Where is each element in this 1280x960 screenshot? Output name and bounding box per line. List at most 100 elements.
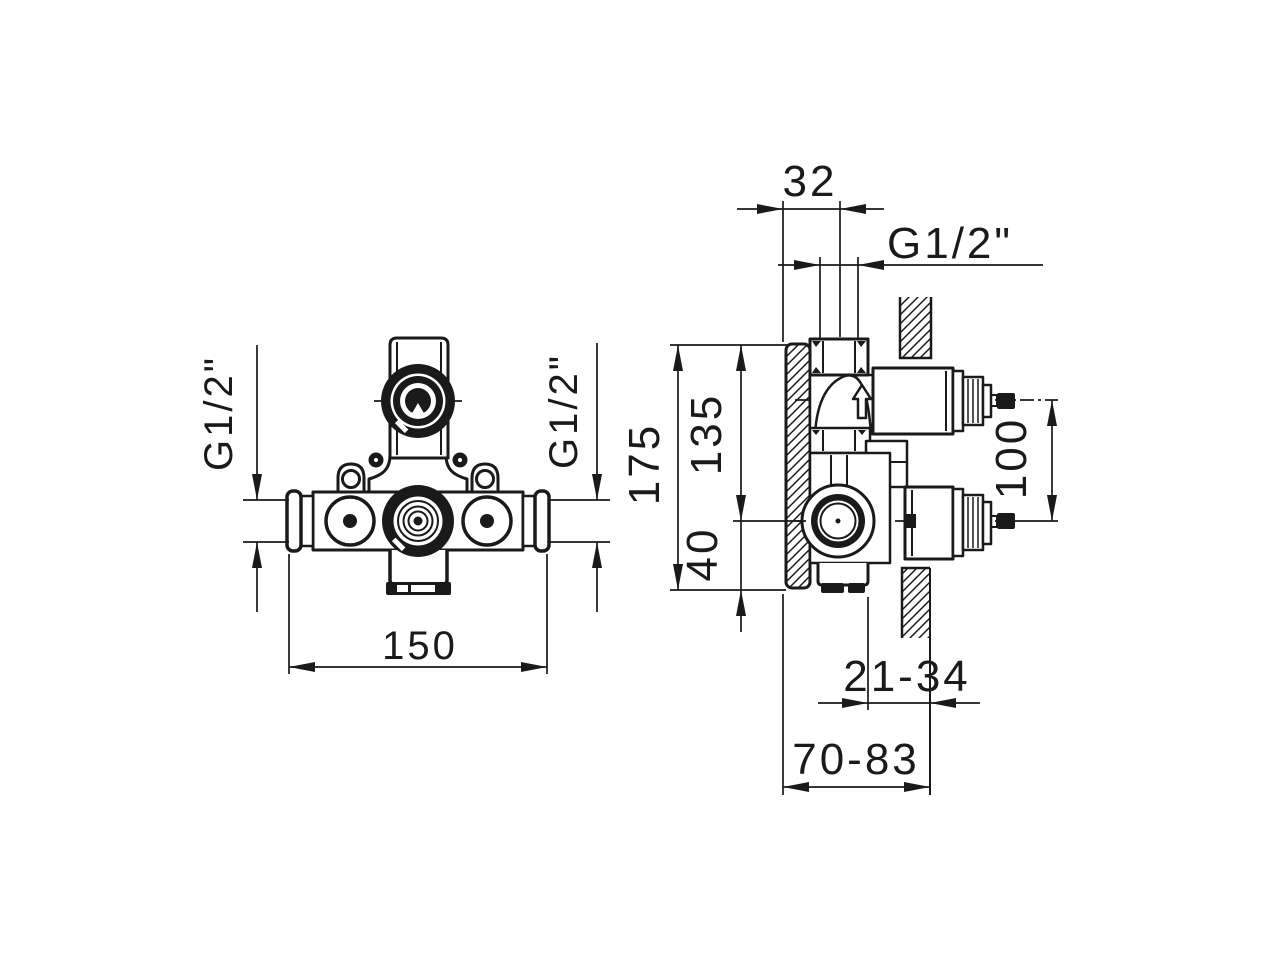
valve-center xyxy=(343,514,357,528)
outlet-flange-slot xyxy=(411,585,435,592)
pipe-cap-left xyxy=(285,489,303,553)
pipe-tube-right xyxy=(521,494,537,548)
arrowhead-down xyxy=(736,495,746,521)
wall-edges xyxy=(900,566,930,638)
ring-keyway xyxy=(394,419,409,434)
bonnet-collar xyxy=(981,500,993,546)
arrowhead-down xyxy=(673,564,683,590)
arrowhead-up xyxy=(592,542,602,568)
stem-neck xyxy=(990,394,998,407)
dim-recess-21-34: 21-34 xyxy=(818,597,980,710)
body-pedestal xyxy=(367,453,469,494)
valve-center xyxy=(480,514,494,528)
band-outline xyxy=(808,426,872,455)
dim-label-100: 100 xyxy=(987,417,1036,499)
arrowhead-left xyxy=(783,782,809,792)
dim-lines xyxy=(243,345,289,612)
top-hex-nut xyxy=(808,337,870,377)
ring-core xyxy=(405,388,431,414)
arrowhead-up xyxy=(252,542,262,568)
front-view: G1/2" G1/2" 150 xyxy=(197,336,610,674)
dim-label-175: 175 xyxy=(620,423,669,505)
stem-neck xyxy=(990,515,998,528)
nut-seal xyxy=(812,367,821,373)
dim-port-left: G1/2" xyxy=(197,345,289,612)
wall-section-lower xyxy=(900,566,931,795)
bonnet-ribs xyxy=(967,379,979,423)
stem-tip xyxy=(997,513,1015,529)
arrowhead-up xyxy=(736,345,746,371)
arrowhead-left xyxy=(858,260,884,270)
nut-outline xyxy=(808,337,870,377)
arrowhead-right xyxy=(521,662,547,672)
bonnet-disc xyxy=(951,487,965,558)
dim-port-right: G1/2" xyxy=(542,343,610,612)
dim-height-40: 40 xyxy=(678,521,746,632)
outlet-stub-side xyxy=(816,563,870,587)
wall-edges xyxy=(898,297,933,360)
screw-center xyxy=(374,458,378,462)
cartridge-body xyxy=(871,366,955,436)
arrowhead-down xyxy=(592,474,602,500)
port-center xyxy=(835,518,841,524)
band-seal xyxy=(812,430,820,435)
outlet-foot xyxy=(821,583,844,593)
channel-lines xyxy=(830,455,848,486)
port-circle xyxy=(819,502,857,540)
screw-left xyxy=(368,452,384,468)
band-seal xyxy=(858,430,866,435)
arrowhead-right xyxy=(904,782,930,792)
arrowhead-up xyxy=(673,345,683,371)
wall-hatch xyxy=(902,568,930,638)
nut-seal xyxy=(857,367,866,373)
arrowhead-right xyxy=(794,260,820,270)
bonnet-collar xyxy=(981,383,993,419)
screw-center xyxy=(458,458,462,462)
reference-lines-left xyxy=(670,344,806,591)
core-notch xyxy=(411,403,425,415)
nut-seal xyxy=(812,341,821,347)
arrowhead-left xyxy=(930,698,956,708)
plate-hatch xyxy=(786,344,810,588)
flow-divider-arch xyxy=(813,374,873,436)
ear-hole-right xyxy=(475,469,495,489)
arrowhead-right xyxy=(757,204,783,214)
outlet-flange-slot xyxy=(397,585,408,592)
middle-nut-band xyxy=(808,426,872,455)
dim-label-135: 135 xyxy=(682,393,731,475)
dim-port-top: G1/2" xyxy=(778,219,1043,338)
lower-port xyxy=(800,483,876,559)
outlet-foot xyxy=(848,583,865,593)
screw-right xyxy=(452,452,468,468)
dim-label-g-left: G1/2" xyxy=(197,355,241,471)
arrowhead-left xyxy=(840,204,866,214)
dim-lines xyxy=(288,554,548,674)
dim-lines xyxy=(778,257,1043,338)
ring-circle xyxy=(397,500,439,542)
dim-label-21-34: 21-34 xyxy=(843,652,971,701)
dim-label-g-right: G1/2" xyxy=(542,353,586,469)
dim-lines xyxy=(548,343,610,612)
band-facets xyxy=(822,430,856,451)
arrowhead-up xyxy=(736,590,746,616)
ring-circle xyxy=(402,505,434,537)
arrowhead-right xyxy=(842,698,868,708)
dim-height-175: 175 xyxy=(620,345,683,590)
dim-height-135: 135 xyxy=(682,345,746,521)
mounting-plate xyxy=(784,342,812,590)
flow-arrow-up-icon xyxy=(851,383,873,420)
nut-seal xyxy=(857,341,866,347)
dim-depth-70-83: 70-83 xyxy=(782,594,930,795)
dim-width-150: 150 xyxy=(288,554,548,674)
arrowhead-left xyxy=(289,662,315,672)
pipe-tube-left xyxy=(299,494,315,548)
side-view: 32 G1/2" 175 135 40 xyxy=(620,157,1058,795)
dim-label-40: 40 xyxy=(678,527,727,582)
dim-offset-32: 32 xyxy=(737,157,884,342)
wall-section-upper xyxy=(898,297,933,360)
arrowhead-down xyxy=(1047,495,1057,521)
stem-tip xyxy=(997,393,1015,409)
arrowhead-up xyxy=(1047,400,1057,426)
